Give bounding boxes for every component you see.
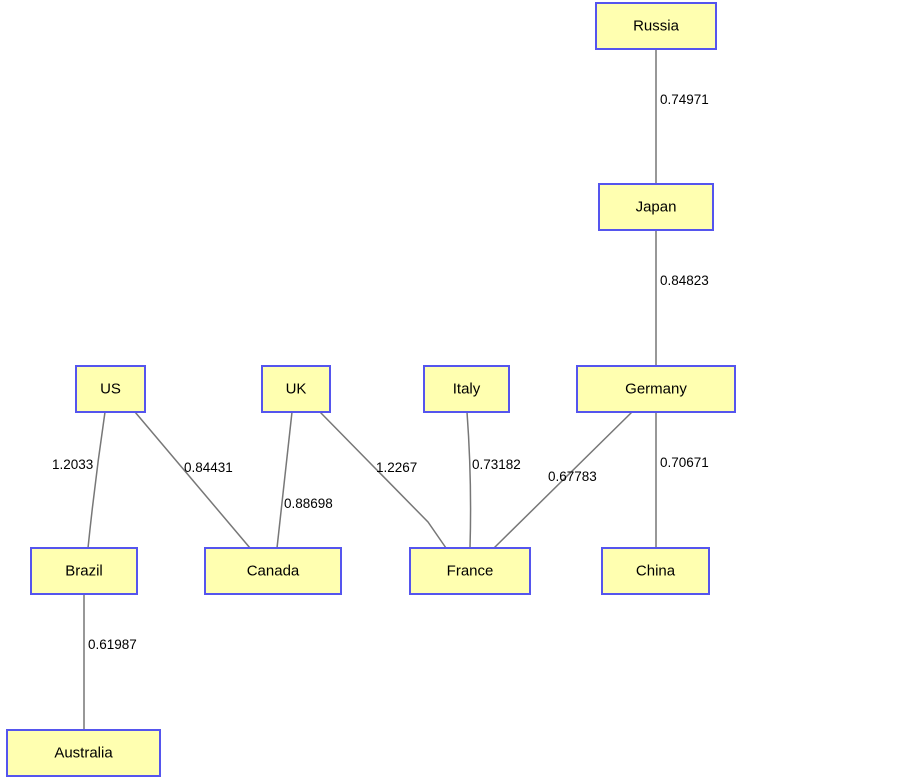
edge-weight-russia-japan: 0.74971 [660, 92, 709, 107]
node-box [75, 365, 146, 413]
edge-weight-brazil-australia: 0.61987 [88, 637, 137, 652]
node-japan[interactable]: Japan [598, 183, 714, 231]
node-box [409, 547, 531, 595]
edge-weight-uk-france: 1.2267 [376, 460, 417, 475]
edge-weight-italy-france: 0.73182 [472, 457, 521, 472]
node-us[interactable]: US [75, 365, 146, 413]
edge-us-brazil [87, 411, 106, 549]
edge-italy-france [466, 411, 472, 549]
node-box [423, 365, 510, 413]
edge-germany-france [493, 411, 633, 549]
node-label: Brazil [65, 563, 103, 580]
node-brazil[interactable]: Brazil [30, 547, 138, 595]
node-canada[interactable]: Canada [204, 547, 342, 595]
node-label: Australia [54, 745, 113, 762]
edge-us-canada [134, 411, 251, 549]
node-label: France [447, 563, 494, 580]
edge-weight-us-canada: 0.84431 [184, 460, 233, 475]
node-box [30, 547, 138, 595]
node-box [6, 729, 161, 777]
node-label: Germany [625, 381, 687, 398]
node-box [576, 365, 736, 413]
node-box [204, 547, 342, 595]
edge-uk-france [319, 411, 447, 549]
edge-weight-japan-germany: 0.84823 [660, 273, 709, 288]
node-box [601, 547, 710, 595]
edge-weight-germany-china: 0.70671 [660, 455, 709, 470]
edge-weight-us-brazil: 1.2033 [52, 457, 93, 472]
node-label: Canada [247, 563, 300, 580]
node-france[interactable]: France [409, 547, 531, 595]
node-box [261, 365, 331, 413]
node-box [598, 183, 714, 231]
node-russia[interactable]: Russia [595, 2, 717, 50]
edge-uk-canada [276, 411, 293, 549]
node-box [595, 2, 717, 50]
node-australia[interactable]: Australia [6, 729, 161, 777]
node-label: UK [286, 381, 307, 398]
node-label: US [100, 381, 121, 398]
node-china[interactable]: China [601, 547, 710, 595]
node-italy[interactable]: Italy [423, 365, 510, 413]
node-uk[interactable]: UK [261, 365, 331, 413]
node-germany[interactable]: Germany [576, 365, 736, 413]
node-label: China [636, 563, 676, 580]
node-label: Italy [453, 381, 481, 398]
edge-weight-germany-france: 0.67783 [548, 469, 597, 484]
node-label: Russia [633, 18, 680, 35]
node-label: Japan [636, 199, 677, 216]
edge-weight-uk-canada: 0.88698 [284, 496, 333, 511]
